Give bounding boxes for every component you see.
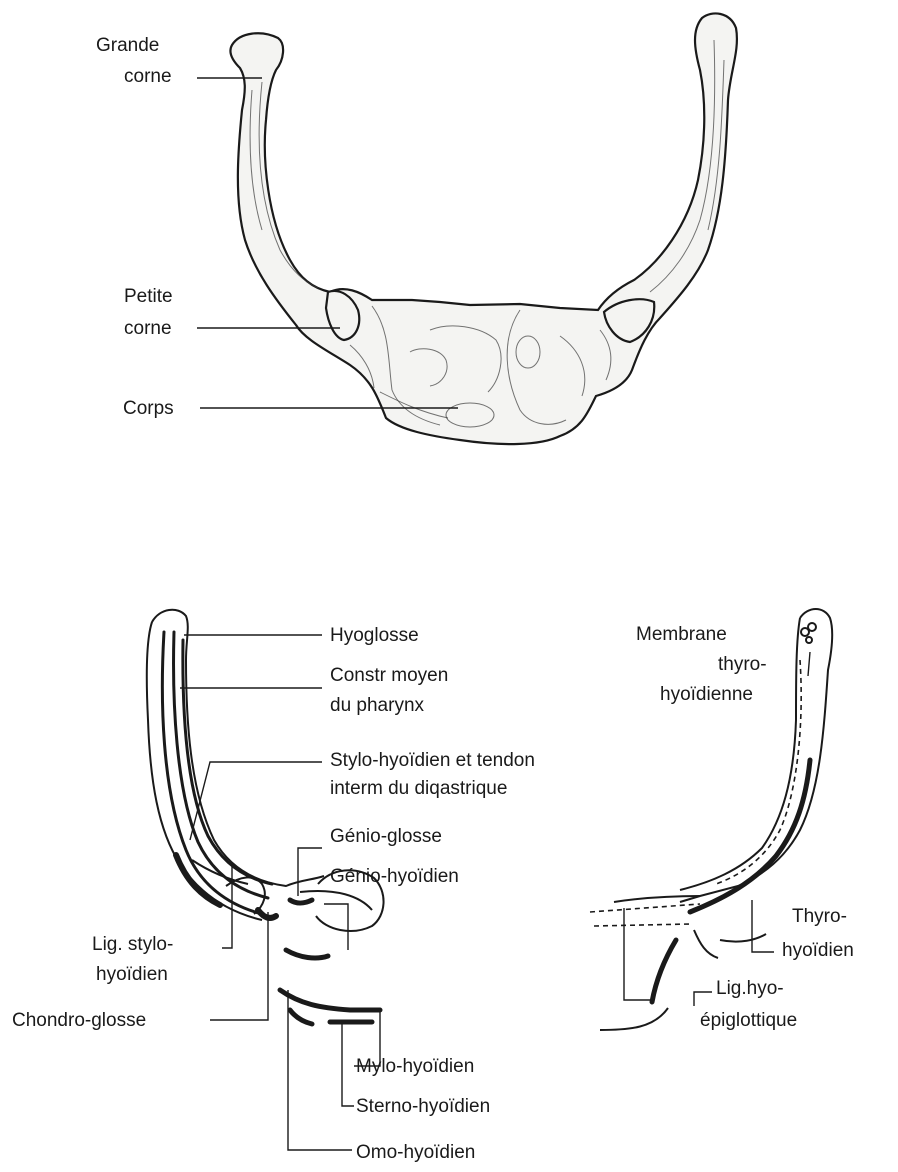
label-petite-corne-line2: corne bbox=[124, 318, 172, 339]
label-membrane-line3: hyoïdienne bbox=[660, 684, 753, 705]
label-chondro-glosse: Chondro-glosse bbox=[12, 1010, 146, 1031]
label-grande-corne-line2: corne bbox=[124, 66, 172, 87]
label-thyro-hyoidien-line1: Thyro- bbox=[792, 906, 847, 927]
label-stylo-hyoidien-line2: interm du diqastrique bbox=[330, 778, 507, 799]
label-hyoglosse: Hyoglosse bbox=[330, 625, 419, 646]
label-mylo-hyoidien: Mylo-hyoïdien bbox=[356, 1056, 474, 1077]
label-grande-corne-line1: Grande bbox=[96, 35, 159, 56]
label-membrane-line1: Membrane bbox=[636, 624, 727, 645]
label-stylo-hyoidien-line1: Stylo-hyoïdien et tendon bbox=[330, 750, 535, 771]
label-corps: Corps bbox=[123, 398, 174, 419]
label-petite-corne-line1: Petite bbox=[124, 286, 173, 307]
muscle-insertion-diagram-right bbox=[590, 609, 832, 1030]
label-omo-hyoidien: Omo-hyoïdien bbox=[356, 1142, 475, 1163]
label-lig-stylo-hyoidien-line2: hyoïdien bbox=[96, 964, 168, 985]
label-lig-hyo-epiglottique-line2: épiglottique bbox=[700, 1010, 797, 1031]
label-constr-moyen-line2: du pharynx bbox=[330, 695, 425, 716]
hyoid-bone-outline bbox=[230, 13, 737, 444]
label-lig-hyo-epiglottique-line1: Lig.hyo- bbox=[716, 978, 784, 999]
label-genio-hyoidien: Génio-hyoïdien bbox=[330, 866, 459, 887]
hyoid-bone-illustration bbox=[230, 13, 737, 444]
label-membrane-line2: thyro- bbox=[718, 654, 767, 675]
label-sterno-hyoidien: Sterno-hyoïdien bbox=[356, 1096, 490, 1117]
label-genio-glosse: Génio-glosse bbox=[330, 826, 442, 847]
label-constr-moyen-line1: Constr moyen bbox=[330, 665, 448, 686]
label-lig-stylo-hyoidien-line1: Lig. stylo- bbox=[92, 934, 173, 955]
label-thyro-hyoidien-line2: hyoïdien bbox=[782, 940, 854, 961]
